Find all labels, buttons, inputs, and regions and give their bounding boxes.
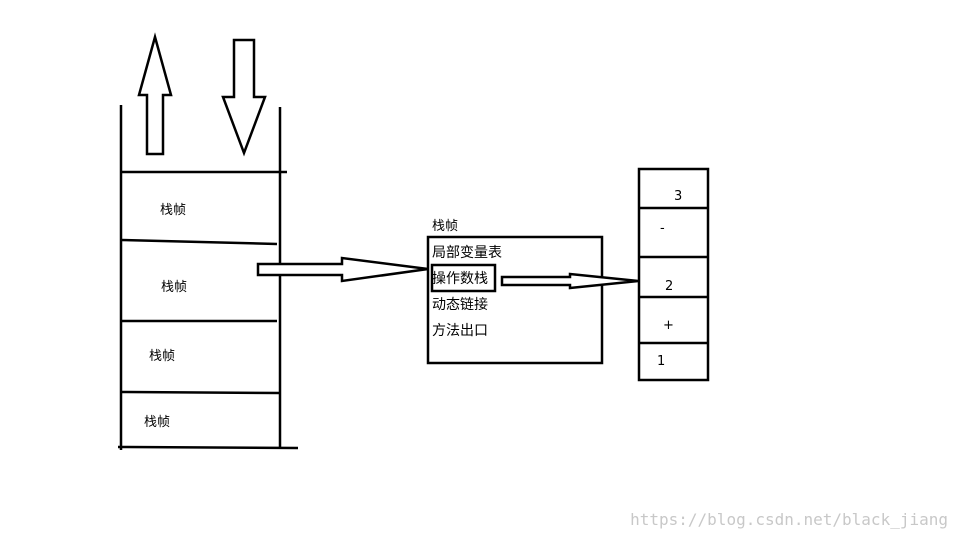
- frame-detail-title: 栈帧: [432, 219, 458, 234]
- operand-stack-highlight: [430, 263, 497, 293]
- local-variable-table-label: 局部变量表: [432, 245, 502, 261]
- push-arrow-up-icon: [137, 32, 173, 156]
- operand-cell: +: [663, 318, 674, 333]
- operand-cell: 2: [665, 279, 673, 294]
- frame-detail-box: [426, 235, 604, 365]
- operand-cell: -: [660, 221, 665, 236]
- operand-cell: 3: [674, 189, 682, 204]
- method-exit-label: 方法出口: [432, 323, 488, 339]
- expand-arrow-right-icon: [256, 256, 429, 283]
- operand-cell: 1: [657, 354, 665, 369]
- frame-divider: [120, 238, 278, 246]
- stack-frame-label: 栈帧: [149, 349, 175, 364]
- stack-frame-label: 栈帧: [161, 280, 187, 295]
- operand-stack-label: 操作数栈: [432, 271, 488, 287]
- pop-arrow-down-icon: [221, 38, 267, 157]
- operand-stack-border: [637, 167, 710, 382]
- thread-stack-bottom: [117, 445, 299, 450]
- watermark: https://blog.csdn.net/black_jiang: [630, 510, 948, 529]
- dynamic-linking-label: 动态链接: [432, 296, 488, 313]
- operand-stack-column: [637, 167, 710, 382]
- stack-frame-label: 栈帧: [144, 415, 170, 430]
- thread-stack: [117, 105, 299, 450]
- frame-divider: [120, 390, 281, 395]
- stack-frame-label: 栈帧: [160, 203, 186, 218]
- operand-arrow-right-icon: [500, 272, 639, 290]
